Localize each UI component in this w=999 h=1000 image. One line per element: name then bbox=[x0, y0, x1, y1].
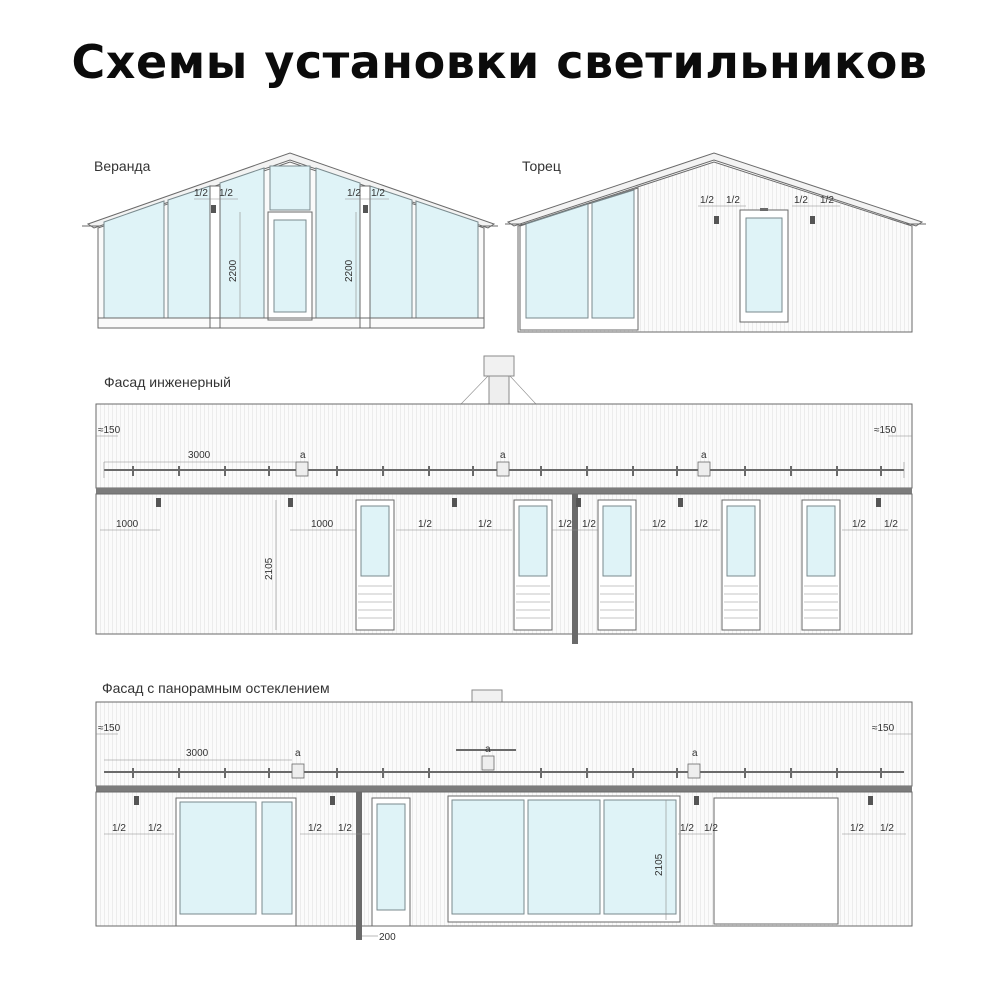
dim-half: 1/2 bbox=[820, 195, 834, 206]
facade-engineering: Фасад инженерный a a a bbox=[95, 355, 913, 644]
dim-half: 1/2 bbox=[112, 823, 126, 834]
pano-opening bbox=[713, 797, 839, 925]
dim-a: a bbox=[500, 450, 506, 461]
veranda-glass-panel bbox=[415, 200, 479, 319]
downpipe bbox=[356, 792, 362, 940]
dim-half: 1/2 bbox=[880, 823, 894, 834]
veranda-roof bbox=[86, 152, 496, 229]
dim-half: 1/2 bbox=[194, 188, 208, 199]
eng-wall bbox=[95, 493, 913, 635]
dim-half: 1/2 bbox=[148, 823, 162, 834]
dim-offset: 200 bbox=[379, 932, 396, 943]
dim-half: 1/2 bbox=[478, 519, 492, 530]
dim-a: a bbox=[300, 450, 306, 461]
dim-offset: ≈150 bbox=[98, 723, 121, 734]
veranda-glass-panel bbox=[103, 200, 165, 319]
dim-half: 1/2 bbox=[700, 195, 714, 206]
gable-glass-panel bbox=[525, 203, 589, 319]
dim-height: 2200 bbox=[228, 259, 239, 282]
dim-half: 1/2 bbox=[850, 823, 864, 834]
eng-door bbox=[355, 499, 395, 631]
dim-half: 1/2 bbox=[884, 519, 898, 530]
dim-height: 2105 bbox=[264, 557, 275, 580]
dim-a: a bbox=[692, 748, 698, 759]
dim-half: 1/2 bbox=[418, 519, 432, 530]
dim-length: 1000 bbox=[116, 519, 139, 530]
dim-a: a bbox=[701, 450, 707, 461]
dim-half: 1/2 bbox=[794, 195, 808, 206]
dim-length: 1000 bbox=[311, 519, 334, 530]
dim-half: 1/2 bbox=[308, 823, 322, 834]
lamp-icon bbox=[810, 216, 815, 224]
gable-roof bbox=[506, 152, 924, 227]
eng-door bbox=[721, 499, 761, 631]
pano-gutter bbox=[96, 786, 912, 792]
lamp-icon bbox=[156, 498, 881, 507]
eng-gutter bbox=[96, 488, 912, 494]
dim-half: 1/2 bbox=[347, 188, 361, 199]
facade-panoramic: Фасад с панорамным остеклением a a a 300… bbox=[95, 680, 913, 943]
lamp-icon bbox=[211, 205, 216, 213]
dim-half: 1/2 bbox=[694, 519, 708, 530]
dim-half: 1/2 bbox=[704, 823, 718, 834]
eng-door bbox=[513, 499, 553, 631]
dim-half: 1/2 bbox=[726, 195, 740, 206]
dim-offset: ≈150 bbox=[874, 425, 897, 436]
facade-pano-label: Фасад с панорамным остеклением bbox=[102, 680, 330, 696]
veranda-glass-panel bbox=[167, 185, 211, 319]
dim-half: 1/2 bbox=[852, 519, 866, 530]
dim-half: 1/2 bbox=[680, 823, 694, 834]
dim-height: 2200 bbox=[344, 259, 355, 282]
gable-elevation: Торец 1/2 1/2 1/2 1/2 bbox=[505, 152, 926, 333]
veranda-label: Веранда bbox=[94, 158, 151, 174]
veranda-door-glass bbox=[273, 219, 307, 313]
facade-eng-label: Фасад инженерный bbox=[104, 374, 231, 390]
lamp-icon bbox=[714, 216, 719, 224]
eng-door bbox=[801, 499, 841, 631]
dim-half: 1/2 bbox=[338, 823, 352, 834]
downpipe bbox=[572, 494, 578, 644]
dim-offset: ≈150 bbox=[872, 723, 895, 734]
gable-glass-panel bbox=[591, 189, 635, 319]
dim-length: 3000 bbox=[188, 450, 211, 461]
lamp-icon bbox=[363, 205, 368, 213]
dim-half: 1/2 bbox=[371, 188, 385, 199]
dim-half: 1/2 bbox=[219, 188, 233, 199]
eng-door bbox=[597, 499, 637, 631]
dim-half: 1/2 bbox=[582, 519, 596, 530]
gable-label: Торец bbox=[522, 158, 561, 174]
gable-door-glass bbox=[745, 217, 783, 313]
dim-height: 2105 bbox=[654, 853, 665, 876]
dim-a: a bbox=[295, 748, 301, 759]
dim-offset: ≈150 bbox=[98, 425, 121, 436]
veranda-glass-panel bbox=[269, 165, 311, 211]
dim-half: 1/2 bbox=[652, 519, 666, 530]
lamp-icon bbox=[134, 796, 873, 805]
dim-a: a bbox=[485, 744, 491, 755]
veranda-elevation: Веранда 1/2 1/2 1/2 1/2 2200 22 bbox=[82, 152, 498, 329]
dim-length: 3000 bbox=[186, 748, 209, 759]
veranda-glass-panel bbox=[369, 185, 413, 319]
page-title: Схемы установки светильников bbox=[71, 35, 928, 89]
dim-half: 1/2 bbox=[558, 519, 572, 530]
